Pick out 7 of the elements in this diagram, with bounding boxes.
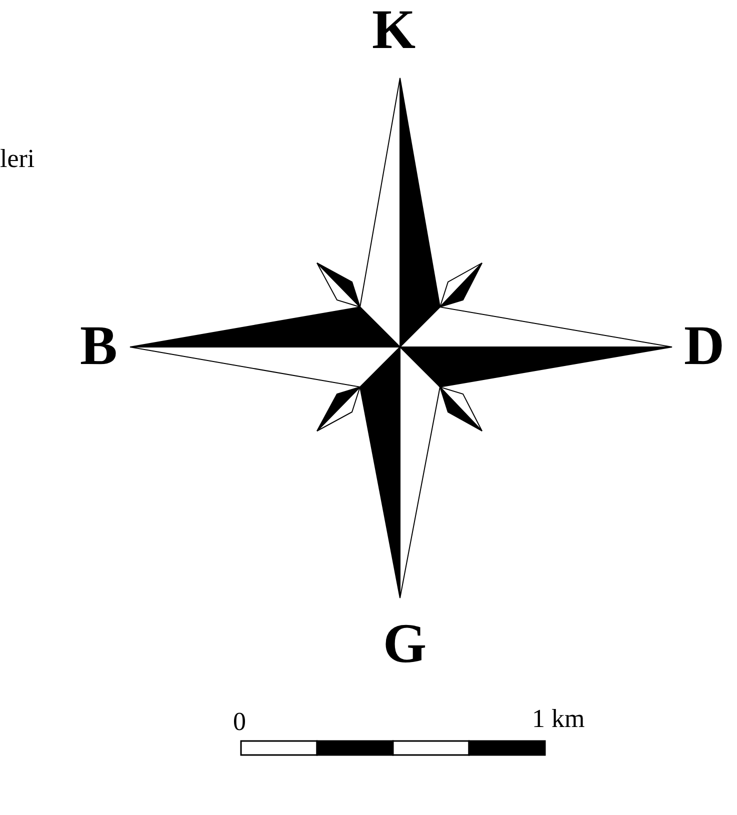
direction-label: K [372,2,416,58]
direction-label: D [684,318,724,374]
direction-label: G [383,616,427,672]
scale-label: 1 km [532,706,585,732]
partial-text: leri [0,146,35,172]
direction-label: B [80,318,118,374]
scale-label: 0 [233,709,246,735]
